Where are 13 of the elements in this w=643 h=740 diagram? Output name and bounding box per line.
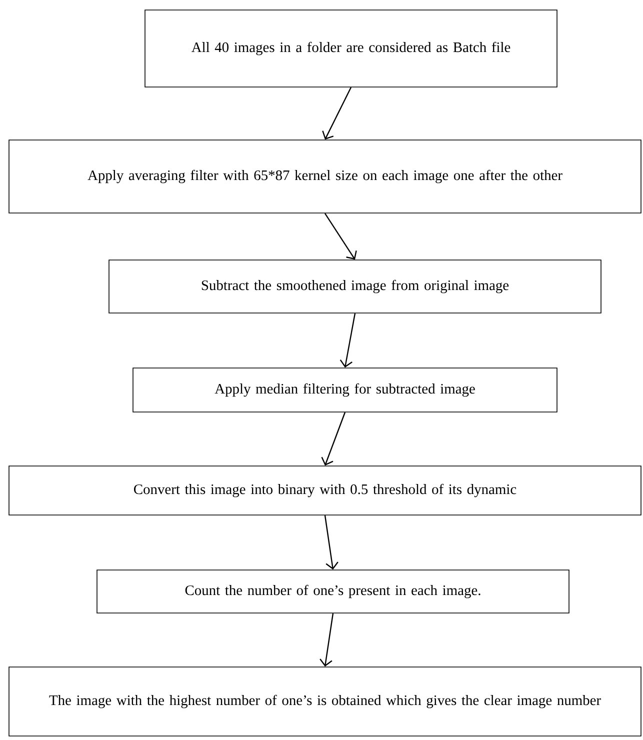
process-box: Apply median filtering for subtracted image bbox=[132, 368, 558, 412]
process-box: Count the number of one’s present in each image. bbox=[96, 570, 570, 614]
process-box: The image with the highest number of one’s is obtained which gives the clear image number bbox=[8, 666, 642, 736]
process-box: All 40 images in a folder are considered as Batch file bbox=[144, 10, 558, 88]
arrow bbox=[322, 87, 352, 140]
arrow bbox=[324, 213, 357, 260]
arrow bbox=[321, 412, 346, 466]
arrow bbox=[320, 613, 334, 667]
process-box: Convert this image into binary with 0.5 threshold of its dynamic bbox=[8, 466, 642, 516]
process-box: Subtract the smoothened image from original image bbox=[108, 260, 602, 314]
arrow bbox=[340, 313, 356, 368]
process-box: Apply averaging filter with 65*87 kernel size on each image one after the other bbox=[8, 140, 642, 214]
arrow bbox=[324, 515, 338, 570]
